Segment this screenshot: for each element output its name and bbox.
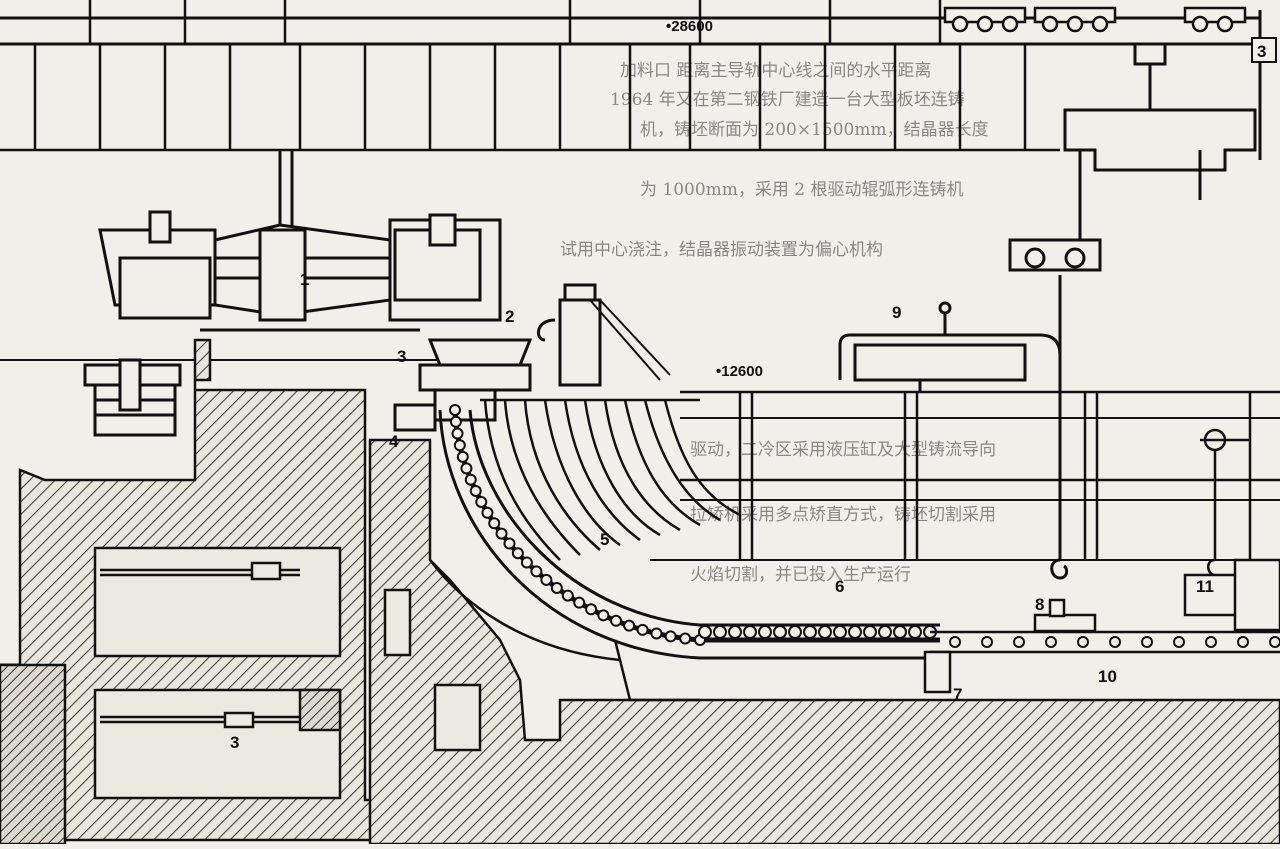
strand-roller bbox=[573, 596, 586, 609]
building-frame bbox=[0, 0, 1280, 667]
bleed-line-4: 为 1000mm，采用 2 根驱动辊弧形连铸机 bbox=[640, 180, 964, 200]
table-roller bbox=[1269, 636, 1280, 648]
table-roller bbox=[1045, 636, 1057, 648]
strand-roller bbox=[550, 581, 563, 594]
callout-11: 11 bbox=[1196, 577, 1214, 596]
bleed-line-5: 试用中心浇注，结晶器振动装置为偏心机构 bbox=[560, 240, 883, 260]
strand-roller bbox=[453, 439, 466, 452]
strand-roller bbox=[728, 625, 742, 639]
callout-3-top-right: 3 bbox=[1257, 42, 1266, 61]
strand-roller bbox=[481, 506, 494, 519]
strand-roller bbox=[449, 404, 461, 416]
table-rollers bbox=[949, 636, 1280, 648]
handling-frame bbox=[838, 301, 1062, 392]
strand-roller bbox=[460, 462, 473, 475]
strand-roller bbox=[511, 547, 524, 560]
strand-roller bbox=[698, 625, 712, 639]
strand-roller bbox=[833, 625, 847, 639]
strand-roller bbox=[597, 609, 610, 622]
callout-7: 7 bbox=[953, 685, 962, 704]
strand-roller bbox=[878, 625, 892, 639]
strand-roller bbox=[469, 484, 482, 497]
bleed-line-7: 拉矫机采用多点矫直方式，铸坯切割采用 bbox=[690, 505, 996, 525]
table-roller bbox=[981, 636, 993, 648]
strand-roller bbox=[530, 565, 543, 578]
strand-roller bbox=[623, 619, 636, 632]
hoist-crane bbox=[1008, 42, 1257, 580]
strand-roller bbox=[863, 625, 877, 639]
bleed-line-2: 1964 年又在第二钢铁厂建造一台大型板坯连铸 bbox=[610, 90, 965, 110]
strand-roller bbox=[585, 603, 598, 616]
elevation-middle-label: •12600 bbox=[716, 363, 763, 380]
table-roller bbox=[1205, 636, 1217, 648]
callout-4: 4 bbox=[389, 432, 399, 451]
callout-9: 9 bbox=[892, 303, 901, 322]
overhead-crane-trolleys bbox=[943, 6, 1247, 33]
strand-roller bbox=[848, 625, 862, 639]
strand-roller bbox=[679, 632, 692, 645]
table-roller bbox=[1109, 636, 1121, 648]
strand-roller bbox=[610, 614, 623, 627]
callout-numbers: 3 1 2 3 4 5 6 7 8 9 10 11 3 bbox=[230, 37, 1277, 752]
strand-roller bbox=[561, 589, 574, 602]
callout-1: 1 bbox=[300, 270, 309, 289]
strand-roller bbox=[773, 625, 787, 639]
bleed-line-1: 加料口 距离主导轨中心线之间的水平距离 bbox=[620, 61, 931, 81]
strand-roller bbox=[758, 625, 772, 639]
elevation-labels: •28600 •12600 bbox=[666, 18, 763, 380]
table-roller bbox=[949, 636, 961, 648]
bleed-through-text: 加料口 距离主导轨中心线之间的水平距离 1964 年又在第二钢铁厂建造一台大型板… bbox=[560, 61, 996, 585]
bleed-line-8: 火焰切割，并已投入生产运行 bbox=[690, 565, 911, 585]
callout-3-basement: 3 bbox=[230, 733, 239, 752]
strand-roller bbox=[893, 625, 907, 639]
strand-rollers bbox=[449, 404, 937, 646]
strand-roller bbox=[803, 625, 817, 639]
strand-roller bbox=[743, 625, 757, 639]
strand-roller bbox=[451, 427, 464, 440]
callout-6: 6 bbox=[835, 577, 844, 596]
strand-roller bbox=[908, 625, 922, 639]
callout-10: 10 bbox=[1098, 667, 1117, 686]
table-roller bbox=[1173, 636, 1185, 648]
table-roller bbox=[1013, 636, 1025, 648]
strand-roller bbox=[475, 495, 488, 508]
right-hoist bbox=[1183, 428, 1280, 632]
table-roller bbox=[1077, 636, 1089, 648]
bleed-line-6: 驱动，二冷区采用液压缸及大型铸流导向 bbox=[690, 439, 996, 460]
strand-roller bbox=[713, 625, 727, 639]
callout-5: 5 bbox=[600, 530, 609, 549]
strand-roller bbox=[456, 450, 469, 463]
strand-roller bbox=[540, 573, 553, 586]
strand-roller bbox=[520, 556, 533, 569]
strand-roller bbox=[788, 625, 802, 639]
callout-8: 8 bbox=[1035, 595, 1044, 614]
standby-ladle bbox=[83, 358, 182, 437]
ladle-turret bbox=[98, 210, 502, 332]
strand-roller bbox=[664, 630, 677, 643]
strand-roller bbox=[464, 473, 477, 486]
runout-table bbox=[923, 598, 1280, 694]
strand-roller bbox=[488, 517, 501, 530]
table-roller bbox=[1237, 636, 1249, 648]
bleed-line-3: 机，铸坯断面为 200×1500mm，结晶器长度 bbox=[640, 120, 989, 140]
strand-roller bbox=[495, 527, 508, 540]
elevation-top-label: •28600 bbox=[666, 18, 713, 35]
table-roller bbox=[1141, 636, 1153, 648]
callout-3: 3 bbox=[397, 347, 406, 366]
strand-roller bbox=[818, 625, 832, 639]
strand-roller bbox=[449, 415, 462, 428]
callout-2: 2 bbox=[505, 307, 514, 326]
strand-roller bbox=[503, 537, 516, 550]
callout-box-3 bbox=[1251, 37, 1277, 63]
tundish-mould bbox=[393, 283, 671, 432]
basement-rooms bbox=[93, 546, 482, 800]
strand-roller bbox=[650, 627, 663, 640]
strand-roller bbox=[636, 623, 649, 636]
